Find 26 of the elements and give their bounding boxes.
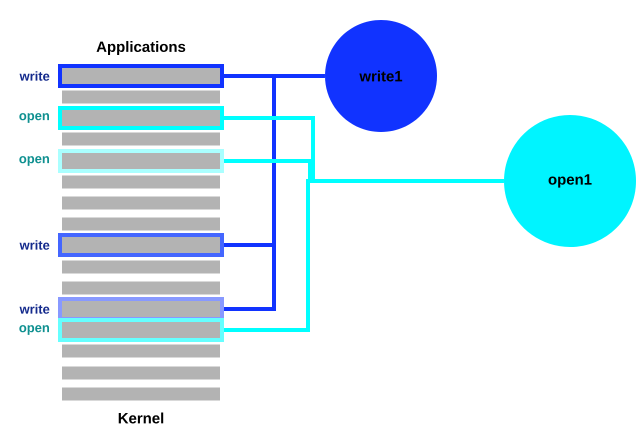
- highlighted-bar: [58, 149, 224, 173]
- stack-bar: [62, 132, 220, 146]
- stack-bar: [62, 90, 220, 104]
- stack-bar: [62, 388, 220, 400]
- highlighted-bar: [58, 64, 224, 88]
- connector-line: [224, 74, 325, 311]
- call-label: write: [20, 304, 50, 314]
- connector-line: [224, 179, 504, 332]
- stack-heading: Applications: [96, 41, 186, 55]
- stack-heading: Kernel: [118, 412, 164, 424]
- stack-bar: [62, 176, 220, 188]
- stack-bar: [62, 196, 220, 210]
- stack-bar: [62, 366, 220, 380]
- call-label: write: [20, 240, 50, 250]
- call-label: write: [20, 71, 50, 81]
- call-label: open: [19, 156, 49, 166]
- stack-bar: [62, 282, 220, 294]
- highlighted-bar: [58, 233, 224, 257]
- highlighted-bar: [58, 318, 224, 342]
- highlighted-bar: [58, 297, 224, 321]
- call-label: open: [19, 325, 49, 335]
- highlighted-bar: [58, 106, 224, 130]
- stack-bar: [62, 344, 220, 358]
- call-label: open: [19, 113, 49, 123]
- stack-bar: [62, 218, 220, 230]
- stack-bar: [62, 260, 220, 274]
